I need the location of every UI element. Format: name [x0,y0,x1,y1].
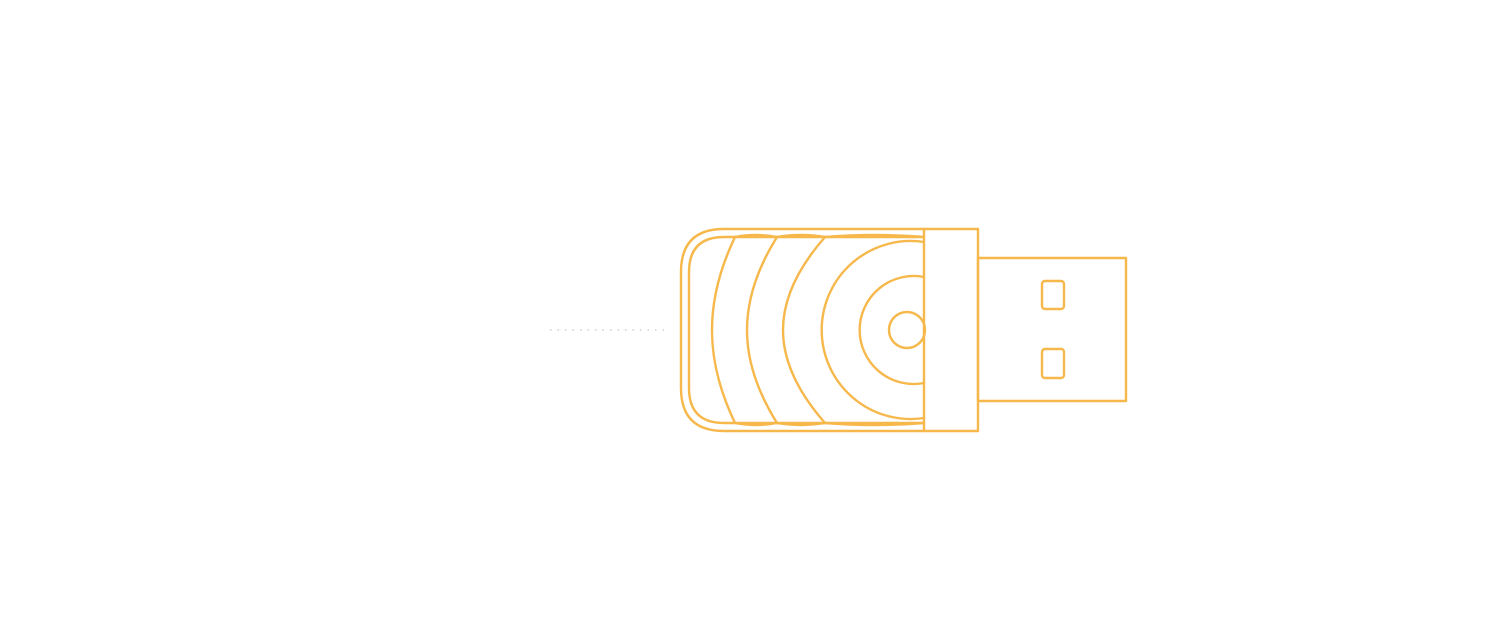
signal-arc-3 [781,235,827,425]
usb-plug [976,256,1128,403]
signal-arc-1 [710,235,737,425]
dongle-body-inner [687,235,926,425]
usb-contact-bottom [1040,347,1066,380]
signal-arc-2 [745,235,779,425]
body-ridge-top [733,233,926,239]
signal-ring-outer [820,239,926,421]
usb-contact-top [1040,279,1066,311]
signal-ring-middle [858,274,926,386]
signal-source-dot [887,310,927,350]
dongle-body-outer [679,227,926,433]
body-ridge-bottom [733,421,926,427]
dongle-collar [922,227,980,433]
